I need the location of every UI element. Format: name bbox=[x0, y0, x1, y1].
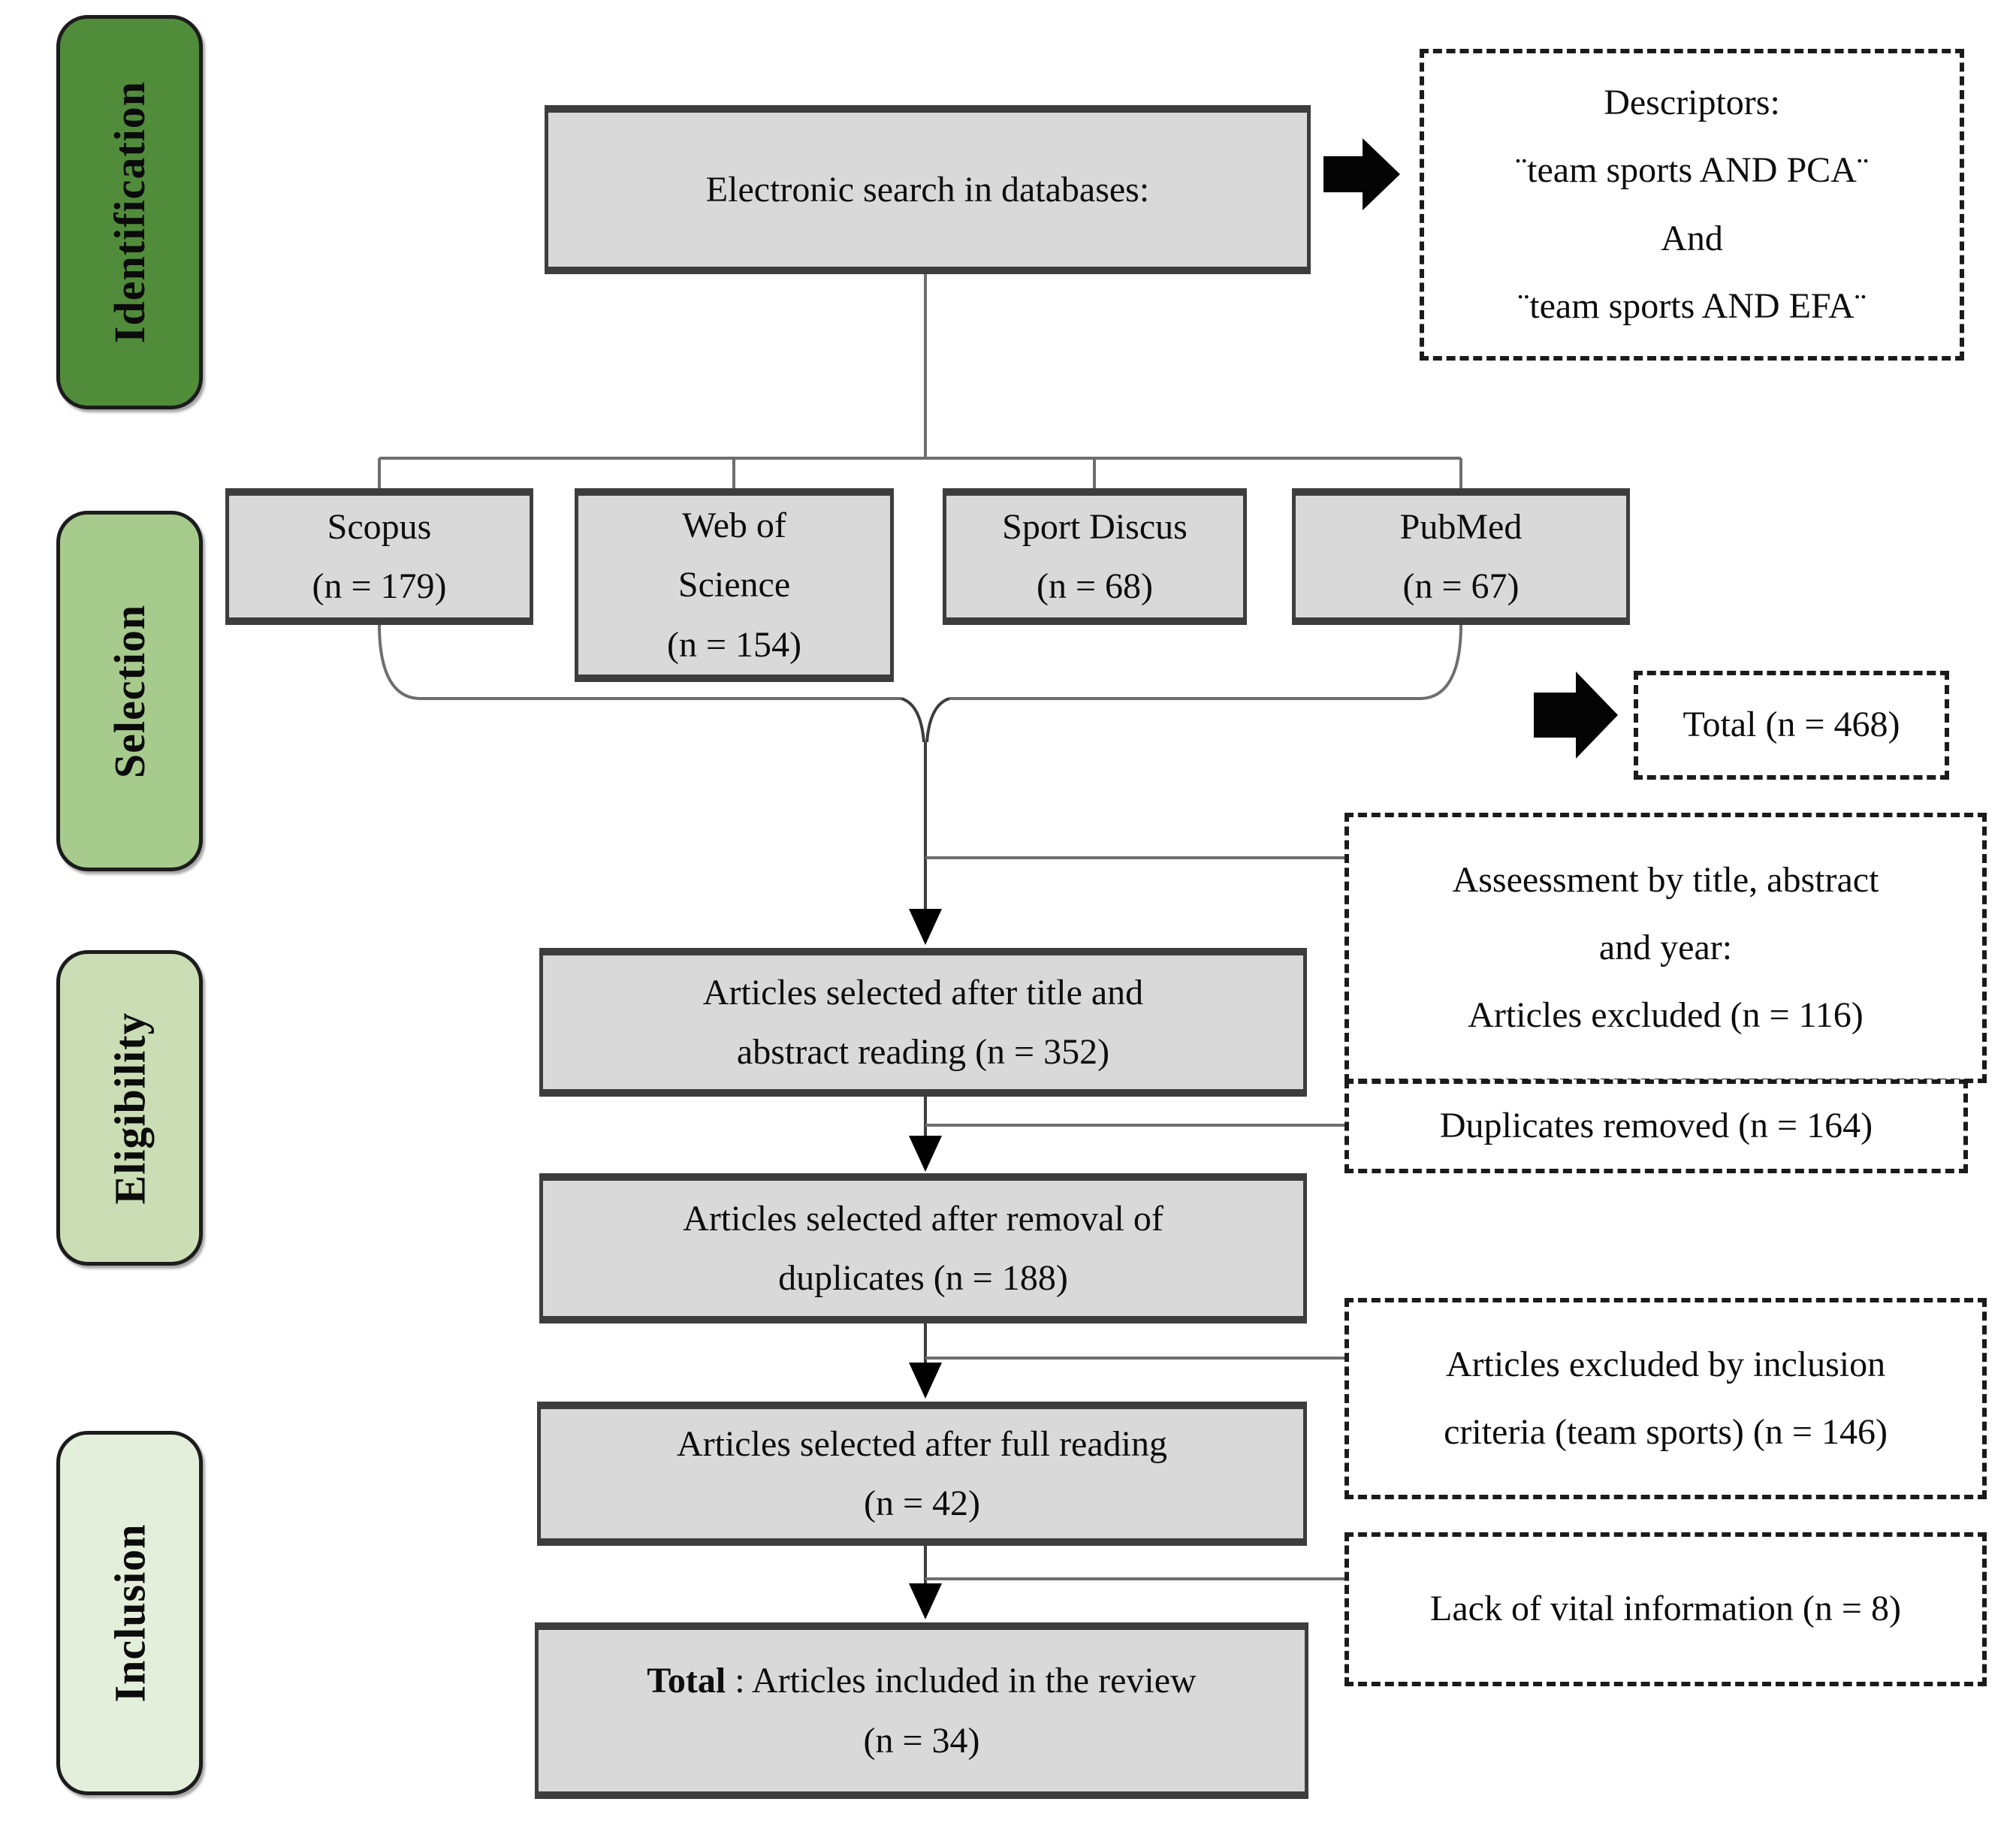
note-assessment-line1: Asseessment by title, abstract bbox=[1452, 859, 1879, 900]
connector-merge-left bbox=[378, 624, 901, 700]
web-of-science-count: (n = 154) bbox=[666, 624, 802, 665]
arrowhead-down-1 bbox=[909, 909, 942, 945]
stage-selection-label: Selection bbox=[105, 604, 155, 778]
stage-identification: Identification bbox=[56, 15, 203, 409]
stage-eligibility-label: Eligibility bbox=[105, 1012, 155, 1204]
connector-merge-right bbox=[949, 624, 1462, 700]
note-descriptors-line3: And bbox=[1661, 218, 1723, 258]
sport-discus-count: (n = 68) bbox=[1036, 566, 1154, 606]
stage-eligibility: Eligibility bbox=[56, 950, 203, 1266]
connector-brace-right bbox=[925, 697, 950, 743]
scopus-count: (n = 179) bbox=[312, 566, 447, 606]
web-of-science-name-1: Web of bbox=[682, 506, 786, 546]
box-database-pubmed: PubMed (n = 67) bbox=[1292, 488, 1630, 625]
note-descriptors: Descriptors: ¨team sports AND PCA¨ And ¨… bbox=[1420, 49, 1964, 361]
box-total-included: Total : Articles included in the review … bbox=[535, 1622, 1308, 1799]
box-selected-title-abstract: Articles selected after title and abstra… bbox=[539, 948, 1307, 1097]
note-descriptors-line4: ¨team sports AND EFA¨ bbox=[1517, 285, 1867, 326]
selected-full-reading-line2: (n = 42) bbox=[863, 1483, 981, 1523]
total-included-bold: Total bbox=[647, 1661, 726, 1701]
box-database-scopus: Scopus (n = 179) bbox=[225, 488, 533, 625]
note-assessment-line3: Articles excluded (n = 116) bbox=[1468, 995, 1864, 1036]
total-included-rest: : Articles included in the review bbox=[726, 1661, 1197, 1701]
box-database-sport-discus: Sport Discus (n = 68) bbox=[943, 488, 1247, 625]
selected-title-abstract-line1: Articles selected after title and bbox=[702, 972, 1144, 1013]
note-duplicates-removed-label: Duplicates removed (n = 164) bbox=[1439, 1106, 1873, 1146]
selected-title-abstract-line2: abstract reading (n = 352) bbox=[736, 1032, 1110, 1072]
pubmed-count: (n = 67) bbox=[1402, 566, 1520, 606]
arrowhead-down-4 bbox=[909, 1583, 942, 1619]
pubmed-name: PubMed bbox=[1399, 506, 1523, 547]
note-total: Total (n = 468) bbox=[1634, 671, 1949, 780]
note-excluded-criteria: Articles excluded by inclusion criteria … bbox=[1345, 1298, 1987, 1499]
note-assessment: Asseessment by title, abstract and year:… bbox=[1345, 813, 1987, 1083]
box-electronic-search-label: Electronic search in databases: bbox=[705, 169, 1150, 210]
note-excluded-criteria-line1: Articles excluded by inclusion bbox=[1445, 1344, 1886, 1384]
note-excluded-criteria-line2: criteria (team sports) (n = 146) bbox=[1444, 1412, 1888, 1452]
stage-inclusion: Inclusion bbox=[56, 1431, 203, 1795]
note-assessment-line2: and year: bbox=[1598, 927, 1733, 967]
selected-after-duplicates-line1: Articles selected after removal of bbox=[683, 1198, 1163, 1239]
note-lack-information-label: Lack of vital information (n = 8) bbox=[1430, 1589, 1901, 1629]
box-database-web-of-science: Web of Science (n = 154) bbox=[575, 488, 894, 682]
note-lack-information: Lack of vital information (n = 8) bbox=[1345, 1532, 1987, 1686]
arrowhead-down-2 bbox=[909, 1136, 942, 1172]
note-descriptors-line2: ¨team sports AND PCA¨ bbox=[1515, 150, 1869, 191]
total-included-line1: Total : Articles included in the review bbox=[647, 1651, 1196, 1710]
arrowhead-down-3 bbox=[909, 1363, 942, 1399]
stage-identification-label: Identification bbox=[105, 80, 154, 344]
note-total-label: Total (n = 468) bbox=[1683, 705, 1900, 745]
connector-brace-left bbox=[901, 697, 925, 743]
note-descriptors-line1: Descriptors: bbox=[1604, 83, 1780, 123]
block-arrow-right-total-icon bbox=[1534, 672, 1618, 759]
selected-full-reading-line1: Articles selected after full reading bbox=[676, 1423, 1167, 1464]
block-arrow-right-descriptors-icon bbox=[1323, 138, 1400, 210]
sport-discus-name: Sport Discus bbox=[1002, 506, 1188, 547]
box-selected-after-duplicates: Articles selected after removal of dupli… bbox=[539, 1173, 1307, 1323]
selected-after-duplicates-line2: duplicates (n = 188) bbox=[778, 1258, 1068, 1298]
box-electronic-search: Electronic search in databases: bbox=[545, 105, 1311, 274]
total-included-count: (n = 34) bbox=[863, 1720, 980, 1761]
stage-inclusion-label: Inclusion bbox=[105, 1523, 155, 1703]
note-duplicates-removed: Duplicates removed (n = 164) bbox=[1345, 1079, 1968, 1173]
web-of-science-name-2: Science bbox=[678, 565, 791, 605]
box-selected-full-reading: Articles selected after full reading (n … bbox=[537, 1402, 1307, 1546]
scopus-name: Scopus bbox=[327, 506, 432, 547]
stage-selection: Selection bbox=[56, 511, 203, 871]
